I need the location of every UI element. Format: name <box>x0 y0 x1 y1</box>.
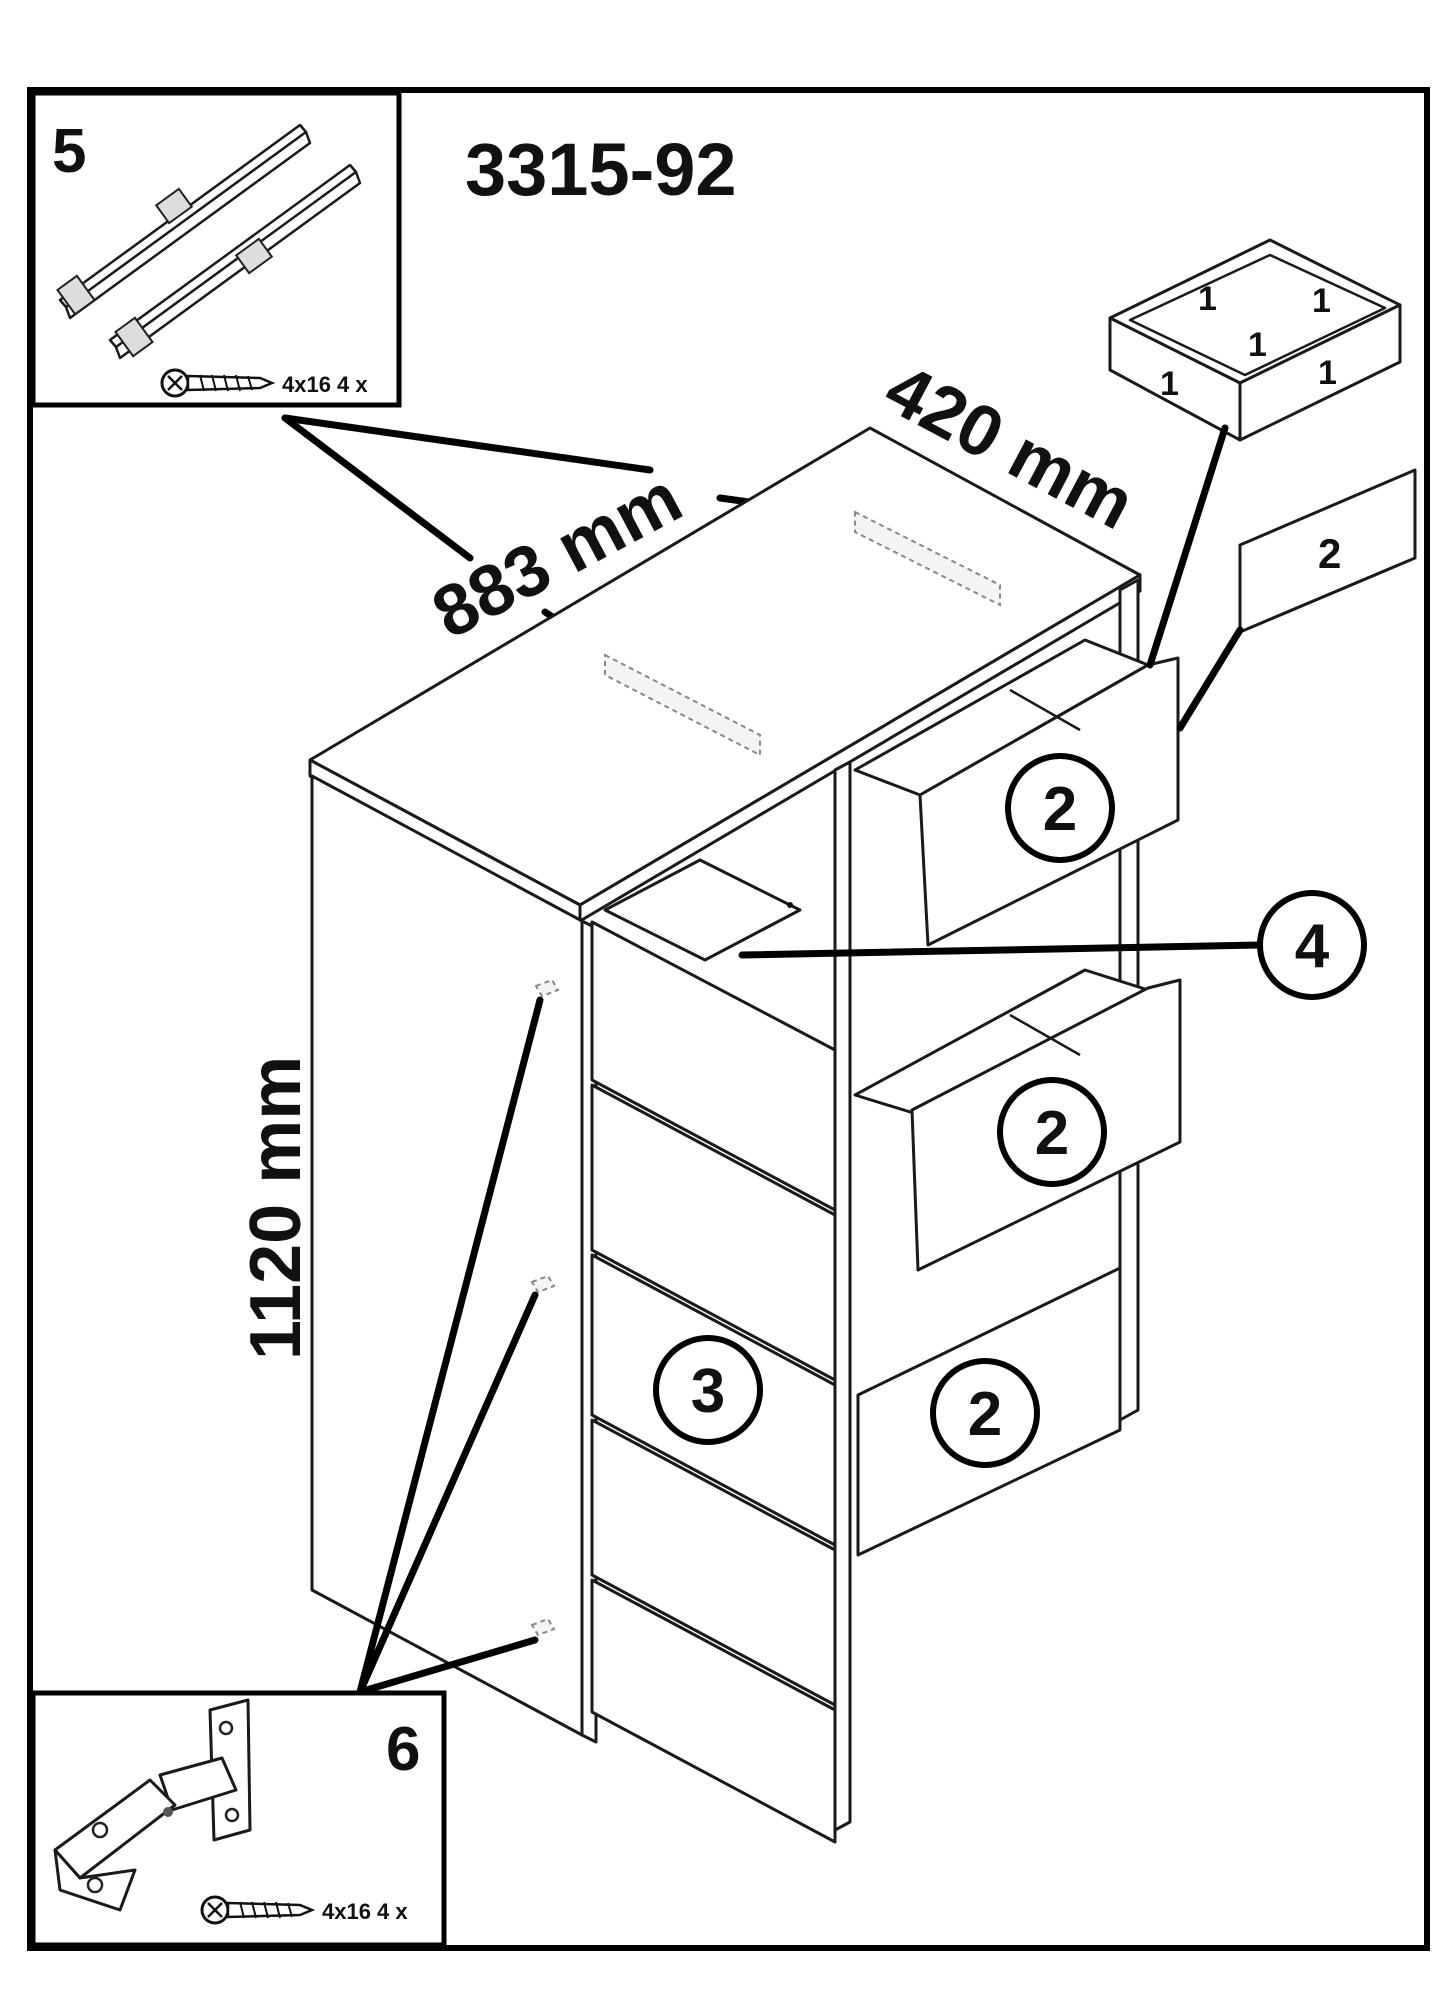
screw-spec: 4x16 4 x <box>322 1899 408 1924</box>
callout-drawer-upper: 2 <box>1043 775 1077 844</box>
hinge-leader-lines <box>356 978 560 1696</box>
hardware-box-slides: 5 4x16 4 x <box>30 90 402 408</box>
drawer-box-exploded: 1 1 1 1 1 <box>1108 238 1402 442</box>
cabinet <box>308 426 1182 1844</box>
callout-drawer-lower: 2 <box>968 1380 1002 1449</box>
part-1-label-e: 1 <box>1318 354 1337 392</box>
part-callouts: 2 2 2 3 4 <box>653 753 1367 1468</box>
hardware-number-6: 6 <box>386 1715 420 1784</box>
screw-spec: 4x16 4 x <box>282 372 368 397</box>
callout-drawer-middle: 2 <box>1035 1099 1069 1168</box>
part-1-label-b: 1 <box>1312 282 1331 320</box>
callout-door: 3 <box>691 1357 725 1426</box>
drawer-front-exploded: 2 <box>1238 468 1417 634</box>
part-1-label-a: 1 <box>1198 280 1217 318</box>
product-code: 3315-92 <box>465 128 737 211</box>
part-1-label-d: 1 <box>1160 365 1179 403</box>
left-side-panel <box>310 774 584 1737</box>
callout-shelf: 4 <box>1295 912 1330 981</box>
screw-icon <box>200 1895 316 1925</box>
hinge-icon <box>53 1698 252 1912</box>
hardware-number-5: 5 <box>52 117 86 186</box>
hardware-box-hinge: 6 4x16 4 x <box>30 1690 447 1948</box>
part-1-label-c: 1 <box>1248 326 1267 364</box>
shelf <box>603 858 802 962</box>
outer-frame <box>27 87 1430 1951</box>
dimension-height: 1120 mm <box>236 1056 316 1360</box>
screw-icon <box>160 368 276 398</box>
part-2-label-exploded: 2 <box>1318 530 1341 577</box>
drawer-front-left-4 <box>590 1578 837 1844</box>
drawer-slide-icon <box>56 123 362 360</box>
